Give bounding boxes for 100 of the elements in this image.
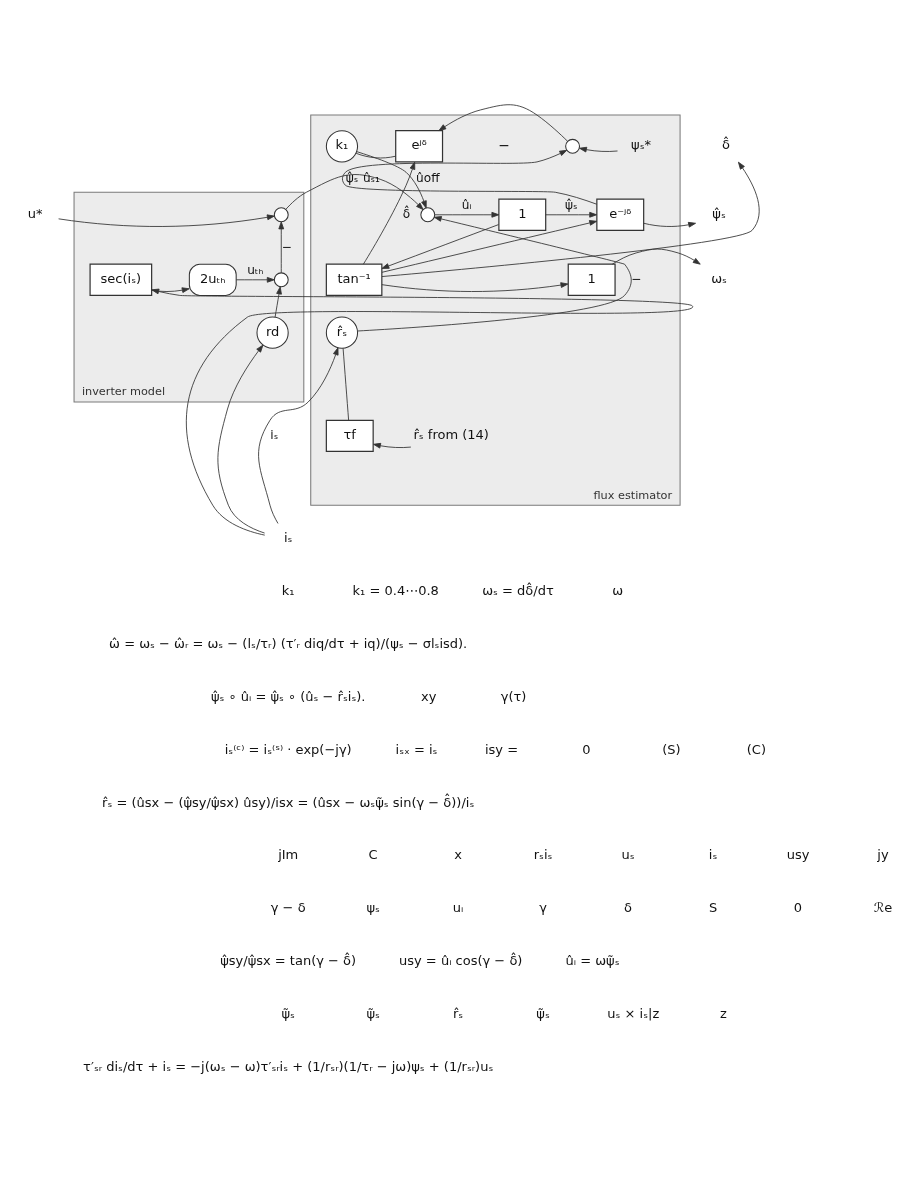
label: uₛ × iₛ|z: [607, 1006, 660, 1022]
label: k₁ = 0.4⋯0.8: [352, 582, 439, 598]
label: ψ̃ₛ: [366, 1006, 380, 1022]
edge-label: −: [631, 272, 642, 287]
label: k₁: [281, 582, 295, 598]
node-text: ωₛ: [711, 270, 727, 286]
label: r̂ₛ: [453, 1006, 464, 1022]
label: iₛ: [708, 847, 718, 863]
node-circle: rd: [256, 316, 289, 349]
arrow: [434, 211, 500, 218]
edge-label: ψ̂ₛ: [345, 171, 359, 186]
edge-label: uₜₕ: [247, 262, 264, 277]
edge-label: ûₛ₁: [362, 171, 380, 186]
label: ψ̃ₛ: [281, 1006, 295, 1022]
label: S: [708, 900, 718, 916]
label: 0: [793, 900, 803, 916]
edge-label: δ̂: [402, 206, 411, 221]
arrow: [356, 151, 427, 209]
node-circle: [273, 207, 289, 223]
edge-label: ûᵢ: [461, 197, 472, 212]
edge-label: −: [281, 239, 292, 254]
node-text: ψ̂ₛ: [712, 205, 726, 221]
label: τ′ₛᵣ diₛ/dτ + iₛ = −j(ωₛ − ω)τ′ₛᵣiₛ + (1/rₛᵣ)(1/τᵣ − jω)ψₛ + (1/rₛᵣ)uₛ: [83, 1058, 494, 1074]
arrow: [342, 149, 598, 205]
label: δ: [624, 900, 633, 916]
label: ψₛ: [366, 900, 380, 916]
arrow: [545, 211, 598, 218]
node-circle: k₁: [325, 130, 359, 163]
arrow: [357, 216, 632, 332]
label: −: [498, 136, 510, 153]
label: z: [720, 1006, 727, 1022]
label: 0: [582, 741, 591, 757]
label: isy =: [484, 741, 519, 757]
label: ψ̃ₛ: [536, 1006, 550, 1022]
edge-label: ûoff: [416, 171, 440, 186]
label: ûᵢ = ωψ̃ₛ: [565, 953, 620, 969]
label: γ: [539, 900, 547, 916]
connector: [342, 347, 350, 421]
node-text: ψₛ*: [631, 137, 652, 153]
arrow: [274, 286, 282, 318]
arrow: [381, 161, 760, 277]
node-box: eʲᵟ: [395, 130, 444, 163]
label: x: [454, 847, 462, 863]
node-circle: [565, 138, 581, 154]
node-box: τf: [325, 419, 374, 453]
label: r̂ₛ = (ûsx − (ψ̂sy/ψ̂sx) ûsy)/isx = (ûsx − ωₛψ̃ₛ sin(γ − δ̂))/iₛ: [102, 794, 475, 810]
arrow: [258, 347, 339, 524]
arrow: [381, 282, 569, 292]
arrow: [217, 344, 266, 534]
arrow: [438, 104, 568, 142]
edge-label: ψ̂ₛ: [565, 197, 578, 212]
node-text: iₛ: [283, 530, 293, 546]
node-text: u*: [27, 205, 43, 221]
label: iₛₓ = iₛ: [395, 741, 438, 757]
arrow: [381, 220, 598, 273]
edge-label: iₛ: [270, 428, 279, 443]
label: usy = ûᵢ cos(γ − δ̂): [399, 953, 523, 969]
label: uᵢ: [452, 900, 464, 916]
label: C: [368, 847, 378, 863]
label: uₛ: [621, 847, 635, 863]
arrow: [643, 221, 696, 228]
label: ψ̂sy/ψ̂sx = tan(γ − δ̂): [220, 953, 357, 969]
label: γ(τ): [500, 688, 527, 704]
arrow: [381, 224, 499, 269]
node-circle: [273, 272, 289, 288]
node-box: e⁻ʲᵟ: [596, 198, 645, 231]
label: jIm: [278, 847, 299, 863]
connector: [355, 152, 396, 159]
node-box: 1: [498, 198, 547, 231]
label: ω: [612, 582, 624, 598]
node-circle: r̂ₛ: [325, 316, 359, 349]
arrow: [235, 276, 275, 283]
label: ωₛ = dδ̂/dτ: [482, 582, 554, 598]
label: rₛiₛ: [533, 847, 553, 863]
label: jy: [877, 847, 889, 863]
label: usy: [786, 847, 810, 863]
arrow: [285, 174, 424, 211]
arrow: [362, 161, 416, 265]
label: ℛe: [873, 900, 893, 916]
node-box: sec(iₛ): [89, 263, 153, 297]
label: γ − δ: [270, 900, 306, 916]
node-circle: [420, 207, 436, 223]
label: (S): [662, 741, 681, 757]
node-box: 2uₜₕ: [188, 263, 237, 296]
label: (C): [746, 741, 766, 757]
node-box: 1: [567, 263, 616, 297]
node-box: tan⁻¹: [325, 263, 383, 297]
node-text: r̂ₛ from (14): [413, 426, 489, 442]
arrow: [151, 287, 190, 293]
arrow: [579, 146, 618, 153]
label: ω̂ = ωₛ − ω̂ᵣ = ωₛ − (lₛ/τᵣ) (τ′ᵣ diq/dτ + iq)/(ψₛ − σlₛisd).: [109, 635, 468, 651]
arrow: [151, 288, 693, 536]
arrow: [58, 214, 275, 227]
arrow: [611, 248, 701, 265]
node-text: δ̂: [722, 137, 731, 153]
arrow: [278, 221, 285, 274]
label: xy: [420, 688, 437, 704]
label: ψ̂ₛ ∘ ûᵢ = ψ̂ₛ ∘ (ûₛ − r̂ₛiₛ).: [210, 688, 366, 704]
arrow: [373, 442, 412, 449]
label: iₛ⁽ᶜ⁾ = iₛ⁽ˢ⁾ · exp(−jγ): [224, 741, 352, 757]
